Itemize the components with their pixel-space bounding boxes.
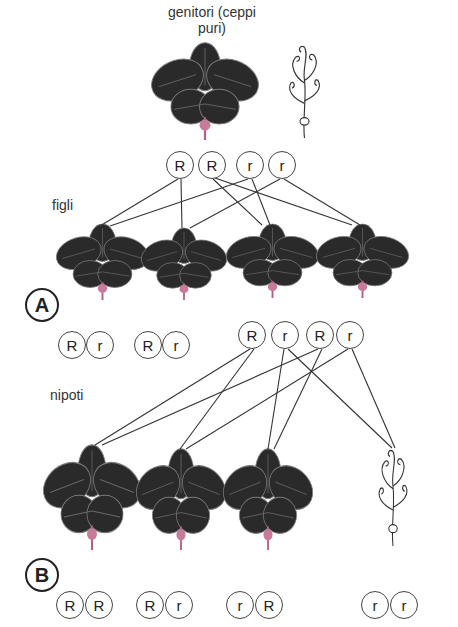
generation-letter: B — [35, 565, 49, 585]
allele-circle: R — [134, 331, 162, 359]
inheritance-lines — [95, 178, 395, 449]
allele-letter: R — [264, 598, 275, 613]
generation-label: nipoti — [50, 387, 83, 403]
allele-letter: R — [145, 598, 156, 613]
allele-letter: r — [402, 598, 407, 613]
allele-letter: R — [67, 338, 78, 353]
allele-letter: r — [174, 338, 179, 353]
generation-marker: A — [25, 288, 59, 322]
allele-circle: r — [390, 591, 418, 619]
allele-circle: r — [86, 331, 114, 359]
generation-marker: B — [25, 558, 59, 592]
allele-letter: R — [94, 598, 105, 613]
allele-letter: r — [280, 158, 285, 173]
allele-circle: R — [166, 151, 194, 179]
generation-letter: A — [35, 295, 49, 315]
allele-circle: r — [236, 151, 264, 179]
allele-letter: r — [98, 338, 103, 353]
allele-circle: R — [238, 321, 266, 349]
allele-letter: R — [247, 328, 258, 343]
allele-circle: r — [165, 591, 193, 619]
allele-circle: R — [58, 331, 86, 359]
allele-circle: r — [271, 321, 299, 349]
allele-letter: r — [283, 328, 288, 343]
allele-circle: R — [85, 591, 113, 619]
allele-letter: r — [348, 328, 353, 343]
allele-circle: r — [268, 151, 296, 179]
allele-letter: r — [373, 598, 378, 613]
allele-circle: r — [162, 331, 190, 359]
allele-circle: R — [306, 321, 334, 349]
allele-letter: R — [175, 158, 186, 173]
allele-letter: r — [238, 598, 243, 613]
allele-circle: r — [336, 321, 364, 349]
generation-label: figli — [52, 197, 73, 213]
allele-circle: r — [226, 591, 254, 619]
allele-circle: R — [198, 151, 226, 179]
allele-letter: r — [248, 158, 253, 173]
allele-letter: r — [177, 598, 182, 613]
allele-circle: R — [56, 591, 84, 619]
allele-circle: R — [255, 591, 283, 619]
allele-letter: R — [315, 328, 326, 343]
generation-label: genitori (ceppi puri) — [166, 4, 258, 36]
allele-letter: R — [143, 338, 154, 353]
allele-letter: R — [65, 598, 76, 613]
allele-circle: R — [136, 591, 164, 619]
allele-circle: r — [361, 591, 389, 619]
allele-letter: R — [207, 158, 218, 173]
